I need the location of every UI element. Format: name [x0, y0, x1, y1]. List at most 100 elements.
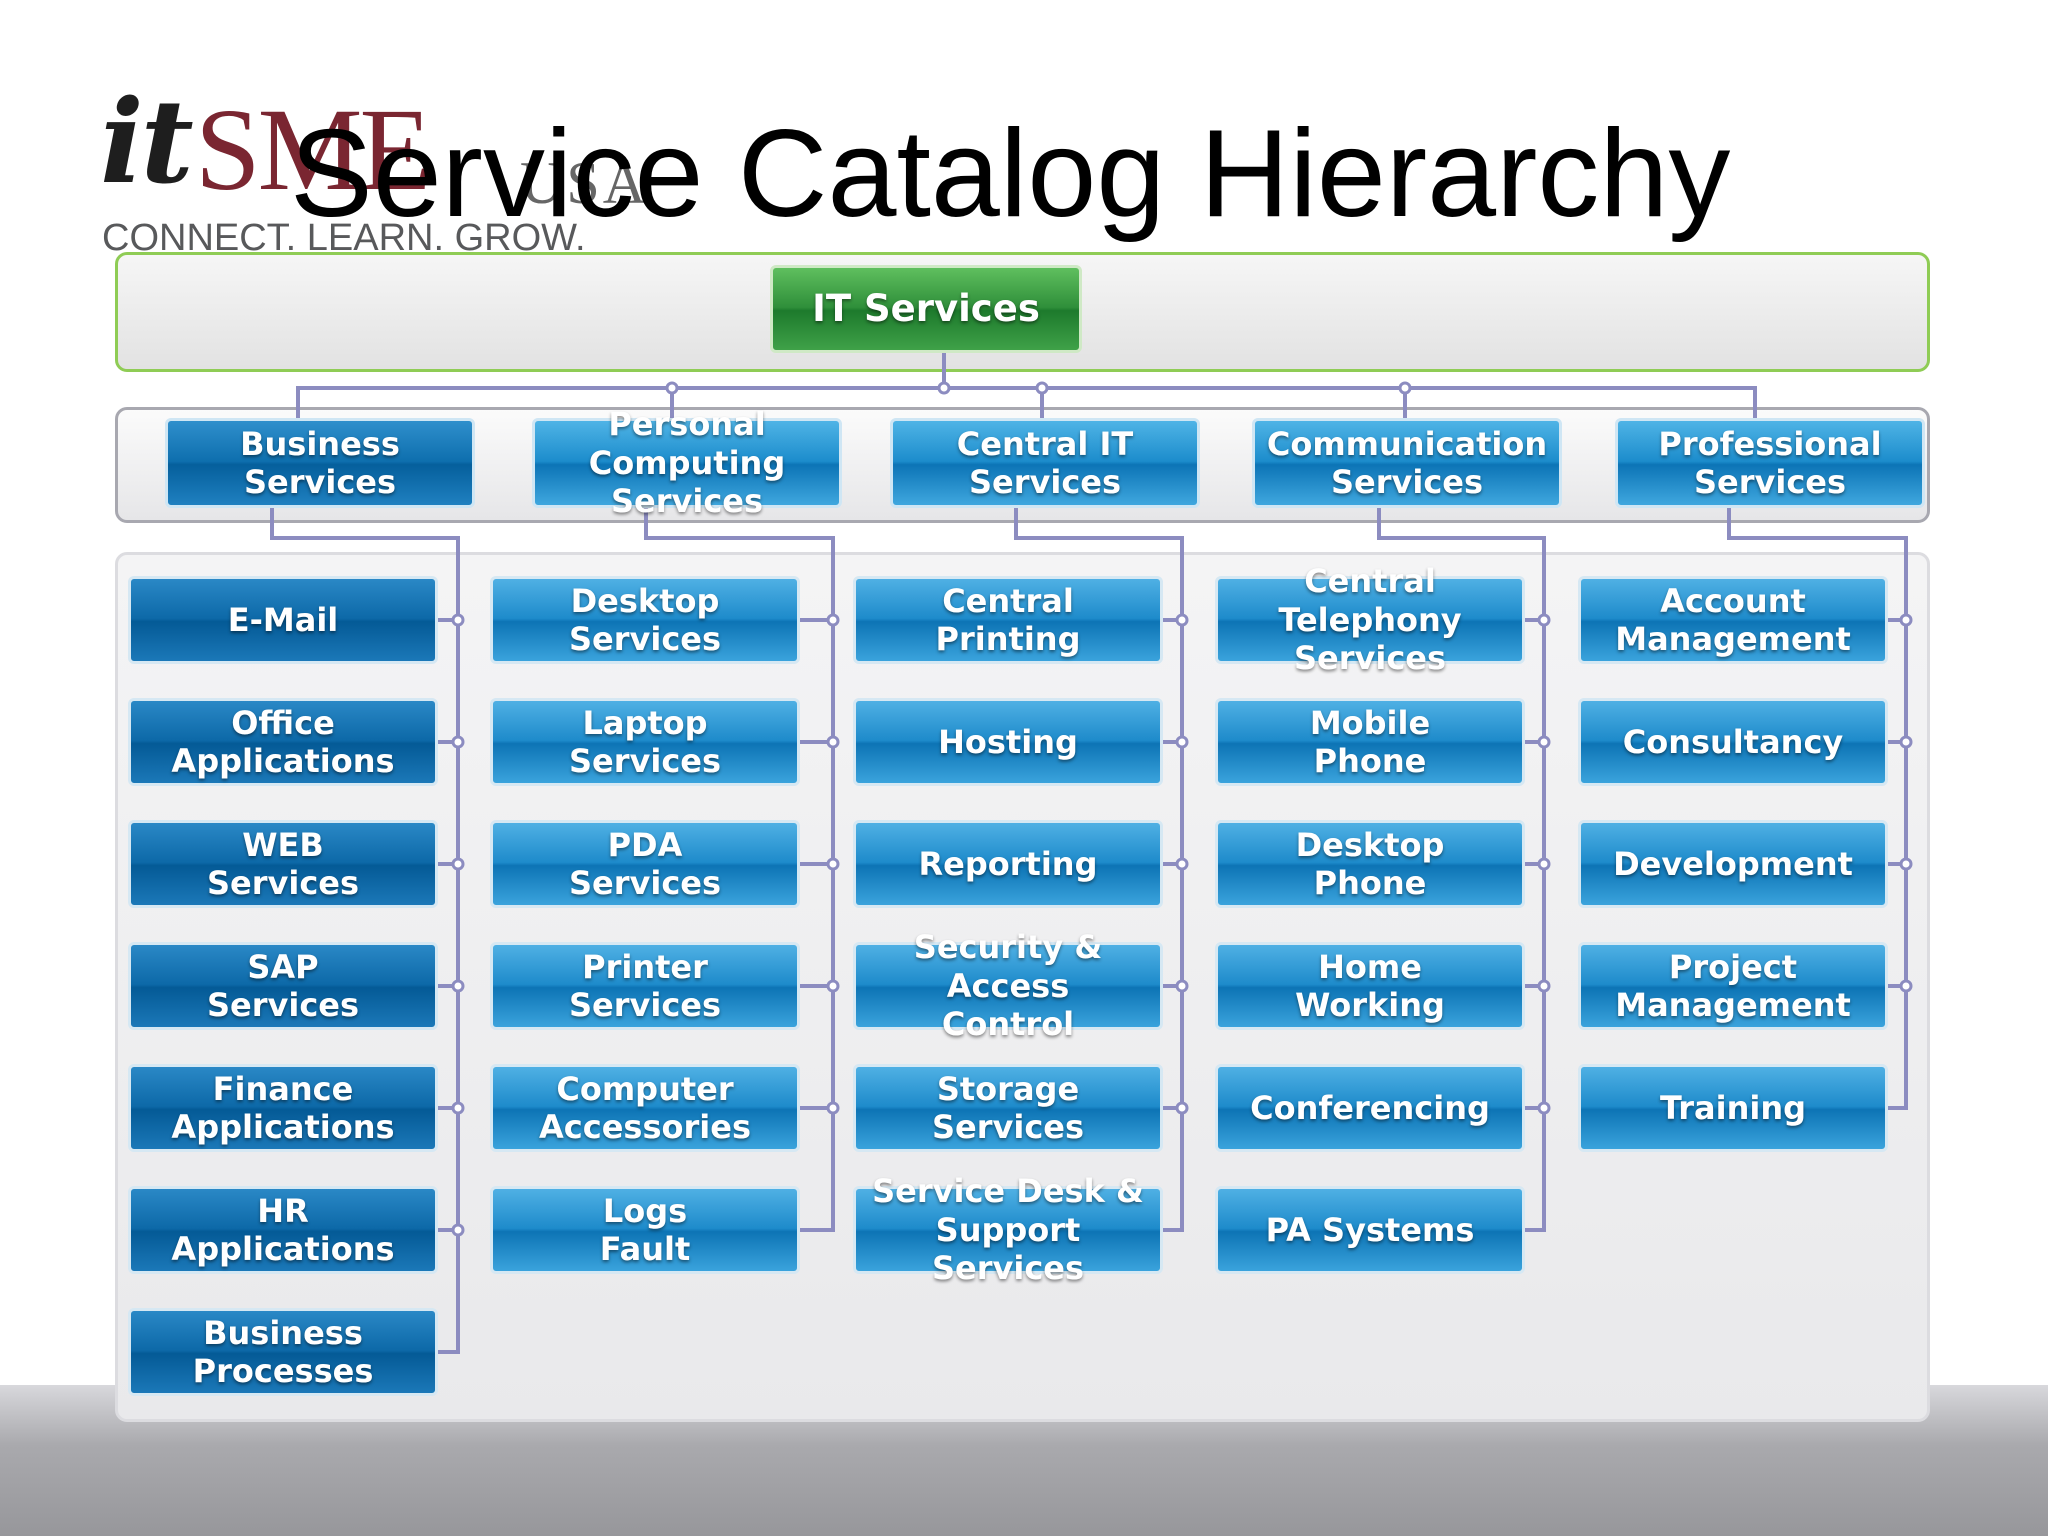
service-label: Desktop Services: [568, 581, 722, 658]
category-junction-dot: [1398, 381, 1412, 395]
service-label: HR Applications: [171, 1191, 395, 1268]
service-label: Development: [1613, 844, 1853, 883]
service-box: Security & Access Control: [853, 928, 1163, 1043]
service-label: E-Mail: [227, 600, 339, 639]
service-label: Storage Services: [931, 1069, 1085, 1146]
service-box: Hosting: [853, 698, 1163, 786]
service-box: PDA Services: [490, 820, 800, 908]
service-label: Home Working: [1295, 947, 1445, 1024]
service-box: WEB Services: [128, 820, 438, 908]
service-junction-dot: [826, 857, 840, 871]
service-label: WEB Services: [206, 825, 360, 902]
service-box: Training: [1578, 1064, 1888, 1152]
category-label: Communication Services: [1266, 424, 1548, 501]
service-box: Office Applications: [128, 698, 438, 786]
service-box: Laptop Services: [490, 698, 800, 786]
service-junction-dot: [1899, 735, 1913, 749]
service-label: Hosting: [938, 722, 1078, 761]
service-label: Central Telephony Services: [1278, 562, 1462, 678]
service-label: Security & Access Control: [913, 928, 1103, 1044]
service-junction-dot: [1175, 735, 1189, 749]
service-box: Computer Accessories: [490, 1064, 800, 1152]
service-junction-dot: [826, 735, 840, 749]
service-junction-dot: [1537, 857, 1551, 871]
category-label: Personal Computing Services: [588, 405, 786, 521]
category-junction-dot: [665, 381, 679, 395]
service-label: Finance Applications: [171, 1069, 395, 1146]
service-label: Office Applications: [171, 703, 395, 780]
service-box: Development: [1578, 820, 1888, 908]
service-junction-dot: [451, 1101, 465, 1115]
service-junction-dot: [1537, 1101, 1551, 1115]
category-label: Professional Services: [1658, 424, 1882, 501]
logo-tagline: CONNECT. LEARN. GROW.: [102, 217, 586, 259]
service-junction-dot: [1537, 613, 1551, 627]
service-junction-dot: [451, 857, 465, 871]
service-label: Service Desk & Support Services: [872, 1172, 1144, 1288]
service-label: PA Systems: [1265, 1210, 1475, 1249]
category-box: Personal Computing Services: [532, 405, 842, 520]
service-label: Laptop Services: [568, 703, 722, 780]
service-junction-dot: [1175, 613, 1189, 627]
service-label: Computer Accessories: [539, 1069, 751, 1146]
service-label: Reporting: [918, 844, 1098, 883]
service-junction-dot: [826, 613, 840, 627]
category-box: Communication Services: [1252, 418, 1562, 508]
service-box: Printer Services: [490, 942, 800, 1030]
service-box: Central Telephony Services: [1215, 562, 1525, 677]
service-junction-dot: [451, 735, 465, 749]
category-junction-dot: [1035, 381, 1049, 395]
service-box: SAP Services: [128, 942, 438, 1030]
service-junction-dot: [451, 613, 465, 627]
service-box: E-Mail: [128, 576, 438, 664]
service-label: Training: [1659, 1088, 1807, 1127]
service-label: Desktop Phone: [1295, 825, 1445, 902]
service-box: Consultancy: [1578, 698, 1888, 786]
service-junction-dot: [1175, 857, 1189, 871]
service-junction-dot: [1899, 613, 1913, 627]
service-box: Mobile Phone: [1215, 698, 1525, 786]
service-box: Desktop Services: [490, 576, 800, 664]
itsmf-logo: it SME USA CONNECT. LEARN. GROW.: [100, 75, 646, 259]
service-box: Conferencing: [1215, 1064, 1525, 1152]
service-box: Storage Services: [853, 1064, 1163, 1152]
root-node-label: IT Services: [812, 286, 1040, 330]
service-junction-dot: [451, 979, 465, 993]
service-label: Account Management: [1615, 581, 1851, 658]
service-box: Business Processes: [128, 1308, 438, 1396]
service-label: Logs Fault: [599, 1191, 691, 1268]
category-box: Business Services: [165, 418, 475, 508]
service-box: Service Desk & Support Services: [853, 1172, 1163, 1287]
service-junction-dot: [826, 1101, 840, 1115]
category-box: Central IT Services: [890, 418, 1200, 508]
service-junction-dot: [1175, 1101, 1189, 1115]
service-label: Consultancy: [1622, 722, 1844, 761]
logo-it-text: it: [100, 75, 194, 210]
service-box: Finance Applications: [128, 1064, 438, 1152]
logo-sme-text: SME: [195, 84, 432, 215]
service-label: SAP Services: [206, 947, 360, 1024]
service-box: PA Systems: [1215, 1186, 1525, 1274]
service-label: PDA Services: [568, 825, 722, 902]
service-box: Logs Fault: [490, 1186, 800, 1274]
category-label: Central IT Services: [956, 424, 1134, 501]
service-junction-dot: [1537, 735, 1551, 749]
service-label: Printer Services: [568, 947, 722, 1024]
service-box: Desktop Phone: [1215, 820, 1525, 908]
service-junction-dot: [826, 979, 840, 993]
category-box: Professional Services: [1615, 418, 1925, 508]
service-box: Reporting: [853, 820, 1163, 908]
service-junction-dot: [1899, 857, 1913, 871]
service-label: Project Management: [1615, 947, 1851, 1024]
service-box: Central Printing: [853, 576, 1163, 664]
service-box: HR Applications: [128, 1186, 438, 1274]
service-box: Project Management: [1578, 942, 1888, 1030]
slide-title: Service Catalog Hierarchy: [290, 105, 1731, 243]
service-label: Business Processes: [192, 1313, 374, 1390]
service-box: Account Management: [1578, 576, 1888, 664]
service-junction-dot: [1537, 979, 1551, 993]
logo-usa-text: USA: [520, 150, 650, 216]
category-label: Business Services: [240, 424, 400, 501]
service-junction-dot: [1899, 979, 1913, 993]
